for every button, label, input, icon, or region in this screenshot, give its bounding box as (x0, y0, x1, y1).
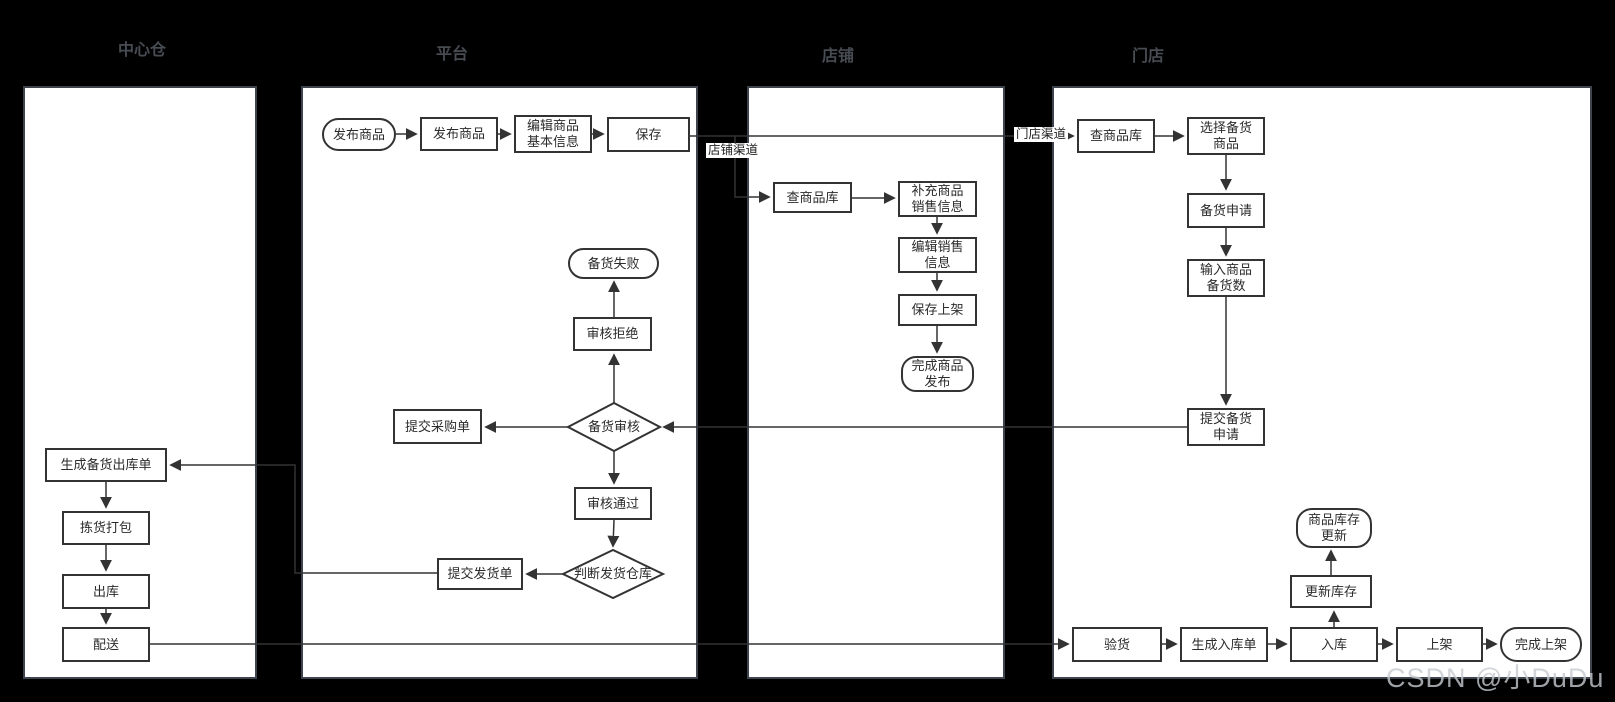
audit-reject-node: 审核拒绝 (573, 317, 652, 351)
store-check-product-library-node: 查商品库 (1077, 119, 1155, 153)
edit-product-basic-info-node: 编辑商品 基本信息 (514, 115, 592, 153)
submit-purchase-order-node: 提交采购单 (393, 409, 482, 444)
on-shelf-node: 上架 (1396, 627, 1483, 662)
start-publish-product-node: 发布商品 (322, 118, 396, 151)
shop-check-product-library-node: 查商品库 (773, 182, 852, 213)
supplement-sales-info-node: 补充商品 销售信息 (898, 181, 977, 217)
lane-header-platform: 平台 (435, 46, 469, 63)
generate-stocking-outbound-order-node: 生成备货出库单 (45, 448, 167, 482)
outbound-node: 出库 (62, 574, 150, 609)
stocking-failed-node: 备货失败 (568, 248, 659, 279)
submit-stocking-apply-node: 提交备货 申请 (1187, 408, 1265, 446)
update-inventory-node: 更新库存 (1290, 575, 1372, 608)
save-node: 保存 (607, 117, 690, 152)
submit-shipping-order-node: 提交发货单 (437, 558, 523, 590)
stocking-audit-decision: 备货审核 (587, 419, 640, 434)
inspect-goods-node: 验货 (1072, 627, 1162, 662)
csdn-watermark: CSDN @小DuDu (1386, 663, 1605, 693)
audit-pass-node: 审核通过 (574, 487, 652, 520)
finish-on-shelf-node: 完成上架 (1500, 627, 1582, 662)
stocking-apply-node: 备货申请 (1187, 193, 1265, 228)
inventory-updated-node: 商品库存 更新 (1296, 508, 1372, 548)
lane-header-store: 门店 (1131, 48, 1165, 65)
delivery-node: 配送 (62, 627, 150, 662)
save-on-shelf-node: 保存上架 (898, 294, 977, 326)
input-stocking-qty-node: 输入商品 备货数 (1187, 259, 1265, 297)
select-stocking-product-node: 选择备货 商品 (1187, 117, 1265, 155)
edge-label-shop-channel: 店铺渠道 (706, 143, 761, 158)
pick-and-pack-node: 拣货打包 (62, 511, 150, 545)
finish-product-publish-node: 完成商品 发布 (901, 356, 974, 392)
lane-header-central-warehouse: 中心仓 (117, 42, 167, 59)
judge-shipping-warehouse-decision: 判断发货仓库 (573, 566, 652, 581)
generate-inbound-order-node: 生成入库单 (1180, 627, 1268, 662)
edge-label-store-channel: 门店渠道 (1014, 127, 1069, 142)
inbound-node: 入库 (1290, 627, 1378, 662)
lane-header-shop: 店铺 (821, 48, 855, 65)
publish-product-node: 发布商品 (420, 117, 498, 151)
edit-sales-info-node: 编辑销售 信息 (898, 237, 977, 273)
